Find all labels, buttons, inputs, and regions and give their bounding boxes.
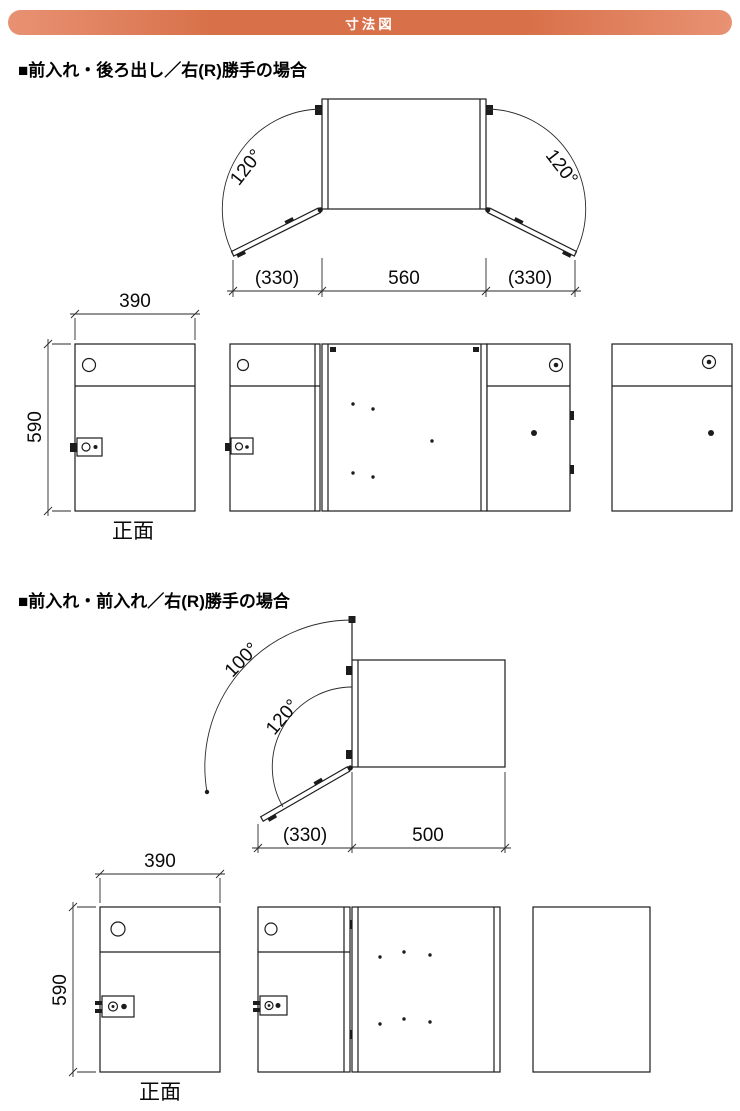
s2-open-door	[259, 765, 353, 822]
s1-middle-latch	[225, 437, 254, 455]
s1-front-far-right-unit	[611, 343, 733, 512]
s1-height-label: 590	[25, 411, 46, 443]
s1-top-view-box	[315, 98, 493, 210]
section1-drawing: 120° 120° (330) 560 (330) 390	[25, 98, 733, 543]
s2-front-height-dim: 590	[50, 902, 96, 1077]
s1-front-left-unit	[70, 343, 196, 512]
s2-top-view-box	[346, 616, 506, 768]
s2-angle-inner-label: 120°	[262, 696, 303, 740]
section1-title: ■前入れ・後ろ出し／右(R)勝手の場合	[18, 61, 307, 80]
s1-angle-left-label: 120°	[226, 146, 267, 190]
s2-middle-latch	[253, 995, 288, 1016]
s1-front-caption: 正面	[112, 520, 154, 543]
s1-front-open-box	[321, 343, 488, 512]
s1-left-latch	[70, 437, 103, 457]
s2-swing-arcs	[204, 619, 353, 808]
page-title: 寸法図	[345, 16, 395, 32]
s2-height-label: 590	[50, 974, 71, 1006]
section2-title: ■前入れ・前入れ／右(R)勝手の場合	[18, 592, 290, 611]
s2-front-right-unit	[532, 906, 651, 1073]
s2-front-caption: 正面	[139, 1081, 181, 1104]
s2-dim-left: (330)	[283, 825, 327, 846]
s2-front-left-unit	[95, 906, 221, 1073]
s2-top-dimensions: (330) 500	[252, 772, 511, 853]
s2-left-latch	[95, 995, 135, 1018]
s1-right-door	[485, 207, 578, 258]
s2-front-open-box	[351, 906, 501, 1073]
s1-angle-right-label: 120°	[541, 146, 582, 190]
s2-front-middle-panel	[253, 906, 355, 1073]
s2-width-label: 390	[144, 851, 176, 872]
s1-dim-right: (330)	[508, 268, 552, 289]
s1-front-height-dim: 590	[25, 339, 71, 516]
s2-angle-outer-label: 100°	[221, 639, 263, 682]
s1-width-label: 390	[119, 291, 151, 312]
s1-front-right-panel	[486, 343, 574, 512]
s2-front-width-dim: 390	[95, 851, 225, 903]
s1-dim-left: (330)	[255, 268, 299, 289]
section2-drawing: 100° 120° (330) 500 390	[50, 616, 651, 1104]
header-bar: 寸法図	[8, 10, 732, 35]
s1-front-width-dim: 390	[70, 291, 200, 340]
s1-left-door	[230, 207, 323, 258]
s2-dim-right: 500	[412, 825, 444, 846]
s1-swing-arcs	[221, 108, 587, 255]
s1-front-middle-panel	[225, 343, 321, 512]
s1-top-dimensions: (330) 560 (330)	[227, 258, 581, 297]
s1-dim-center: 560	[388, 268, 420, 289]
